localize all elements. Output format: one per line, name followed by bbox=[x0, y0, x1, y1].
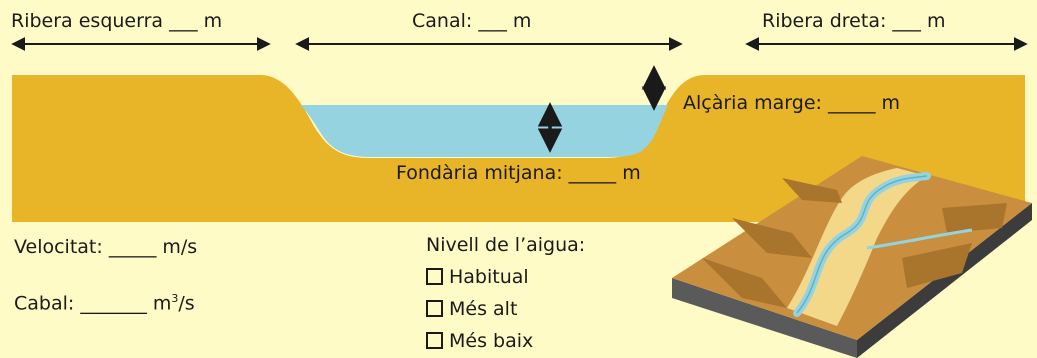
lower-checkbox[interactable] bbox=[426, 332, 443, 349]
habitual-label: Habitual bbox=[449, 266, 529, 288]
mean-depth-label: Fondària mitjana: _____ m bbox=[396, 162, 641, 184]
higher-label: Més alt bbox=[449, 298, 518, 320]
habitual-checkbox[interactable] bbox=[426, 268, 443, 285]
discharge-prefix: Cabal: _______ m bbox=[14, 292, 172, 315]
left-bank-label: Ribera esquerra ___ m bbox=[11, 10, 223, 32]
channel-label: Canal: ___ m bbox=[412, 10, 532, 32]
ground-profile bbox=[12, 75, 1025, 222]
velocity-label: Velocitat: _____ m/s bbox=[14, 236, 198, 258]
higher-checkbox[interactable] bbox=[426, 300, 443, 317]
bank-height-label: Alçària marge: _____ m bbox=[683, 92, 901, 114]
lower-label: Més baix bbox=[449, 330, 534, 352]
right-bank-label: Ribera dreta: ___ m bbox=[762, 10, 946, 32]
water-level-title: Nivell de l’aigua: bbox=[426, 234, 586, 256]
discharge-suffix: /s bbox=[178, 292, 195, 315]
water-channel bbox=[300, 105, 668, 157]
discharge-label: Cabal: _______ m3/s bbox=[14, 293, 195, 313]
river-block-illustration bbox=[672, 156, 1032, 358]
discharge-exponent: 3 bbox=[171, 292, 179, 305]
